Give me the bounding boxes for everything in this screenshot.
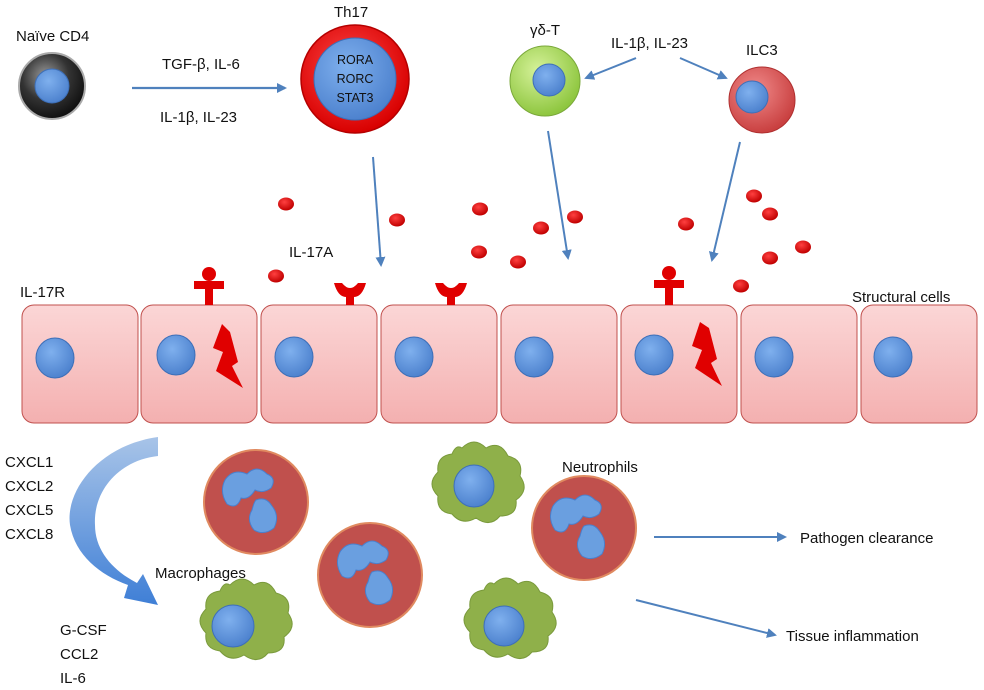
ilc3-nucleus — [735, 80, 769, 114]
curved-arrow — [69, 437, 158, 605]
il17a-droplet — [510, 255, 526, 269]
structural-cell — [620, 304, 738, 424]
gamma-delta-t-nucleus — [532, 63, 566, 97]
macrophages-label: Macrophages — [155, 565, 246, 582]
neutrophil-cell — [317, 522, 423, 628]
naive-cd4-label: Naïve CD4 — [16, 28, 89, 45]
il17a-droplet — [762, 207, 778, 221]
lightning-icon — [213, 324, 243, 388]
structural-cells-label: Structural cells — [852, 289, 950, 306]
th17-label: Th17 — [334, 4, 368, 21]
il17a-droplet — [678, 217, 694, 231]
cytokine-label: CCL2 — [60, 646, 98, 663]
il1b-il23-label-lower: IL-1β, IL-23 — [160, 109, 237, 126]
structural-cell — [500, 304, 618, 424]
structural-cell-nucleus — [514, 336, 554, 378]
pathogen-clearance-label: Pathogen clearance — [800, 530, 933, 547]
il17a-droplet — [533, 221, 549, 235]
structural-cell — [380, 304, 498, 424]
structural-cell-nucleus — [634, 334, 674, 376]
chemokine-label: CXCL5 — [5, 502, 53, 519]
structural-cell-nucleus — [394, 336, 434, 378]
structural-cell-nucleus — [156, 334, 196, 376]
arrow-to-ilc3 — [679, 57, 728, 80]
structural-cell — [140, 304, 258, 424]
naive-cd4-nucleus — [34, 68, 70, 104]
tgf-il6-label: TGF-β, IL-6 — [162, 56, 240, 73]
arrow-gdt-down — [547, 130, 572, 260]
cytokine-label: IL-6 — [60, 670, 86, 687]
il17a-label: IL-17A — [289, 244, 333, 261]
lightning-icon — [692, 322, 722, 386]
chemokine-label: CXCL2 — [5, 478, 53, 495]
th17-nucleus — [313, 37, 397, 121]
neutrophil-cell — [203, 449, 309, 555]
macrophage-cell — [463, 577, 557, 659]
il17a-droplet — [268, 269, 284, 283]
arrow-to-gdt — [584, 57, 637, 80]
il17a-droplets — [268, 189, 811, 293]
gamma-delta-t-label: γδ-T — [530, 22, 560, 39]
il17a-droplet — [278, 197, 294, 211]
arrow-to-tissue-inflammation — [635, 599, 777, 638]
chemokine-label: CXCL8 — [5, 526, 53, 543]
il17a-droplet — [472, 202, 488, 216]
receptor-with-ligand — [654, 266, 684, 305]
il17a-droplet — [746, 189, 762, 203]
macrophage-cell — [199, 578, 293, 660]
il17a-droplet — [733, 279, 749, 293]
structural-cell — [21, 304, 139, 424]
structural-cell-nucleus — [274, 336, 314, 378]
il17a-droplet — [762, 251, 778, 265]
tissue-inflammation-label: Tissue inflammation — [786, 628, 919, 645]
macrophage-cell — [431, 441, 525, 523]
arrow-ilc3-down — [708, 141, 741, 262]
arrow-th17-down — [372, 156, 386, 267]
ilc3-label: ILC3 — [746, 42, 778, 59]
il17a-droplet — [389, 213, 405, 227]
th17-factor-rora: RORA — [337, 53, 374, 67]
il17a-droplet — [471, 245, 487, 259]
structural-cell-nucleus — [35, 337, 75, 379]
il17r-label: IL-17R — [20, 284, 65, 301]
structural-cell-nucleus — [873, 336, 913, 378]
structural-cell — [260, 304, 378, 424]
cytokine-label: G-CSF — [60, 622, 107, 639]
il17a-droplet — [567, 210, 583, 224]
th17-factor-stat3: STAT3 — [336, 91, 373, 105]
structural-cell-row — [21, 304, 978, 424]
receptor-empty — [435, 283, 467, 305]
structural-cell — [740, 304, 858, 424]
structural-cell — [860, 304, 978, 424]
th17-factor-rorc: RORC — [337, 72, 374, 86]
structural-cell-nucleus — [754, 336, 794, 378]
neutrophil-cell — [531, 475, 637, 581]
il17a-droplet — [795, 240, 811, 254]
receptor-empty — [334, 283, 366, 305]
receptor-with-ligand — [194, 267, 224, 305]
il1b-il23-label-top: IL-1β, IL-23 — [611, 35, 688, 52]
neutrophils-label: Neutrophils — [562, 459, 638, 476]
chemokine-label: CXCL1 — [5, 454, 53, 471]
